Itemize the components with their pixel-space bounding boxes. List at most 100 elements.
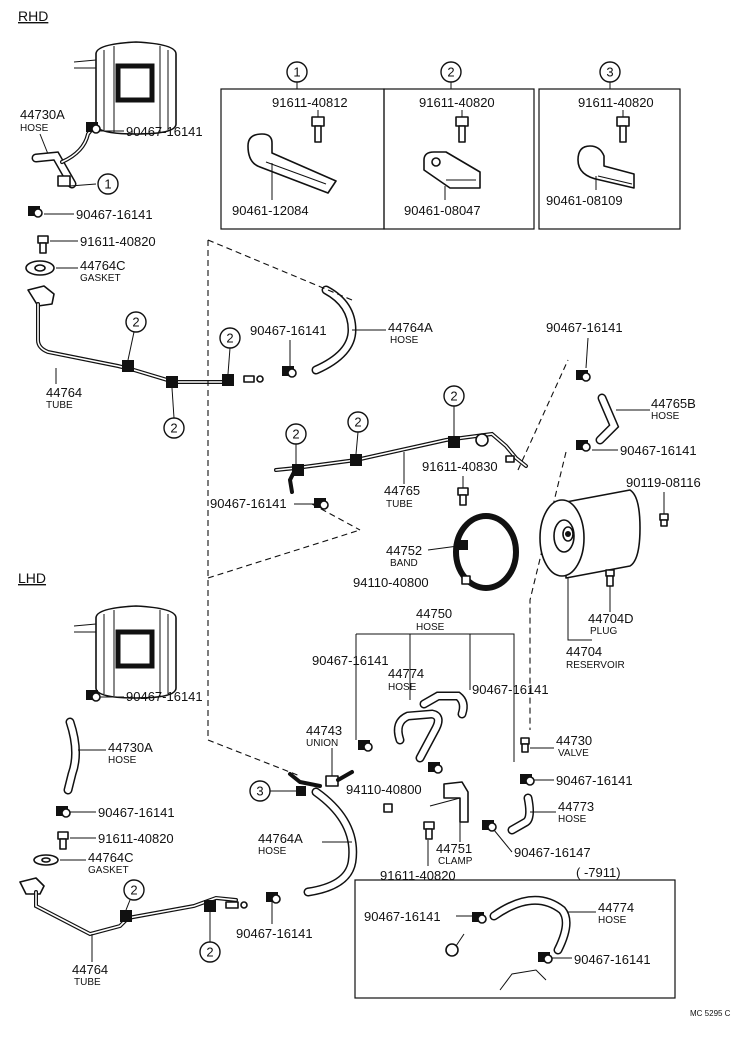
- valve-icon: [445, 933, 465, 957]
- bolt-clamp-number: 91611-40820: [380, 868, 456, 883]
- hose-44774-name: HOSE: [388, 682, 417, 693]
- rhd-clip-2: 90467-16141: [76, 207, 153, 222]
- dashed-guide-line: [517, 359, 569, 730]
- rhd-hose-44730a-number: 44730A: [20, 107, 65, 122]
- clip-icon: [28, 206, 43, 218]
- band-44752: [453, 513, 519, 591]
- band-number: 44752: [386, 543, 422, 558]
- callout-mark-1: 1: [293, 65, 300, 80]
- callout-mark-2: 2: [447, 65, 454, 80]
- rhd-tube-44764-number: 44764: [46, 385, 82, 400]
- box2-bracket-part-number: 90461-08047: [404, 203, 481, 218]
- lhd-hose-44730a-number: 44730A: [108, 740, 153, 755]
- bolt-icon: [455, 116, 469, 143]
- rhd-brake-booster: [73, 41, 177, 135]
- gasket-icon: [25, 260, 55, 276]
- plug-number: 44704D: [588, 611, 634, 626]
- clip-valve-number: 90467-16141: [556, 773, 633, 788]
- dashed-guide-line: [207, 239, 361, 579]
- hose-44774-number: 44774: [388, 666, 424, 681]
- screw-reservoir-number: 90119-08116: [626, 475, 701, 490]
- callout-circle-2: [440, 61, 462, 83]
- callout-mark-2: 2: [292, 427, 299, 442]
- clip-right-number: 90467-16141: [620, 443, 697, 458]
- clip-icon: [482, 820, 497, 832]
- clip-clamp-number: 90467-16147: [514, 845, 591, 860]
- lhd-hose-44764a-name: HOSE: [258, 846, 287, 857]
- rhd-gasket-number: 44764C: [80, 258, 126, 273]
- clip-upper-right-number: 90467-16141: [546, 320, 623, 335]
- lhd-clip-top: 90467-16141: [126, 689, 203, 704]
- rhd-hose-44764a-name: HOSE: [390, 335, 419, 346]
- rhd-tube-44764-name: TUBE: [46, 400, 73, 411]
- callout-mark-1: 1: [104, 177, 111, 192]
- clip-left-number: 90467-16141: [210, 496, 287, 511]
- rhd-bolt: 91611-40820: [80, 234, 156, 249]
- clip-icon: [576, 370, 591, 382]
- lhd-brake-booster: [73, 605, 177, 699]
- rhd-hose-44730a: [31, 122, 98, 189]
- nut-icon: [383, 803, 393, 813]
- hose-44750-name: HOSE: [416, 622, 445, 633]
- callout-circle-3: [599, 61, 621, 83]
- callout-circle-2: [123, 879, 145, 901]
- inset-hose-number: 44774: [598, 900, 634, 915]
- hose-44773-number: 44773: [558, 799, 594, 814]
- bolt-icon: [423, 821, 435, 840]
- screw-icon: [659, 513, 669, 527]
- hose-44765b-name: HOSE: [651, 411, 680, 422]
- plug-icon: [605, 569, 615, 587]
- rhd-clip-mid: 90467-16141: [250, 323, 327, 338]
- bracket-icon: [577, 145, 635, 189]
- callout-mark-3: 3: [606, 65, 613, 80]
- clip-icon: [538, 952, 553, 964]
- clip-icon: [86, 690, 101, 702]
- clip-icon: [428, 762, 443, 774]
- lhd-clip-2: 90467-16141: [98, 805, 175, 820]
- callout-mark-2: 2: [206, 945, 213, 960]
- inset-clip-right-number: 90467-16141: [574, 952, 651, 967]
- valve-icon: [520, 737, 530, 753]
- valve-number: 44730: [556, 733, 592, 748]
- clip-44750-left-number: 90467-16141: [312, 653, 389, 668]
- nut-icon: [461, 575, 471, 585]
- lhd-hose-44764a-number: 44764A: [258, 831, 303, 846]
- lhd-hose-44730a-name: HOSE: [108, 755, 137, 766]
- reservoir-number: 44704: [566, 644, 602, 659]
- reservoir-name: RESERVOIR: [566, 660, 625, 671]
- bracket-icon: [423, 151, 481, 189]
- hose-44773: [507, 793, 535, 835]
- rhd-tube-44764: [27, 285, 264, 388]
- callout-mark-2: 2: [354, 415, 361, 430]
- inset-range-label: ( -7911): [576, 865, 621, 880]
- tube-44765: [274, 431, 528, 494]
- clip-icon: [472, 912, 487, 924]
- bracket-icon: [247, 133, 337, 194]
- callout-mark-2: 2: [132, 315, 139, 330]
- clamp-number: 44751: [436, 841, 472, 856]
- nut-clamp-number: 94110-40800: [346, 782, 422, 797]
- inset-hose-name: HOSE: [598, 915, 627, 926]
- lhd-tube-44764: [19, 877, 248, 937]
- box2-bolt-part-number: 91611-40820: [419, 95, 495, 110]
- hose-44774: [393, 691, 468, 763]
- callout-circle-2: [347, 411, 369, 433]
- box3-bracket-part-number: 90461-08109: [546, 193, 623, 208]
- clip-icon: [520, 774, 535, 786]
- clip-icon: [314, 498, 329, 510]
- lhd-hose-44730a: [63, 717, 80, 795]
- lhd-section-label: LHD: [18, 570, 46, 586]
- callout-circle-1: [97, 173, 119, 195]
- hose-44773-name: HOSE: [558, 814, 587, 825]
- callout-mark-2: 2: [450, 389, 457, 404]
- bolt-icon: [616, 116, 630, 143]
- union-number: 44743: [306, 723, 342, 738]
- bracket-box-2: 2 91611-40820 90461-08047: [383, 61, 535, 230]
- gasket-icon: [33, 854, 59, 866]
- bolt-icon: [37, 235, 49, 254]
- bracket-box-3: 3 91611-40820 90461-08109: [538, 61, 681, 230]
- rhd-section-label: RHD: [18, 8, 48, 24]
- callout-circle-2: [199, 941, 221, 963]
- box1-bracket-part-number: 90461-12084: [232, 203, 309, 218]
